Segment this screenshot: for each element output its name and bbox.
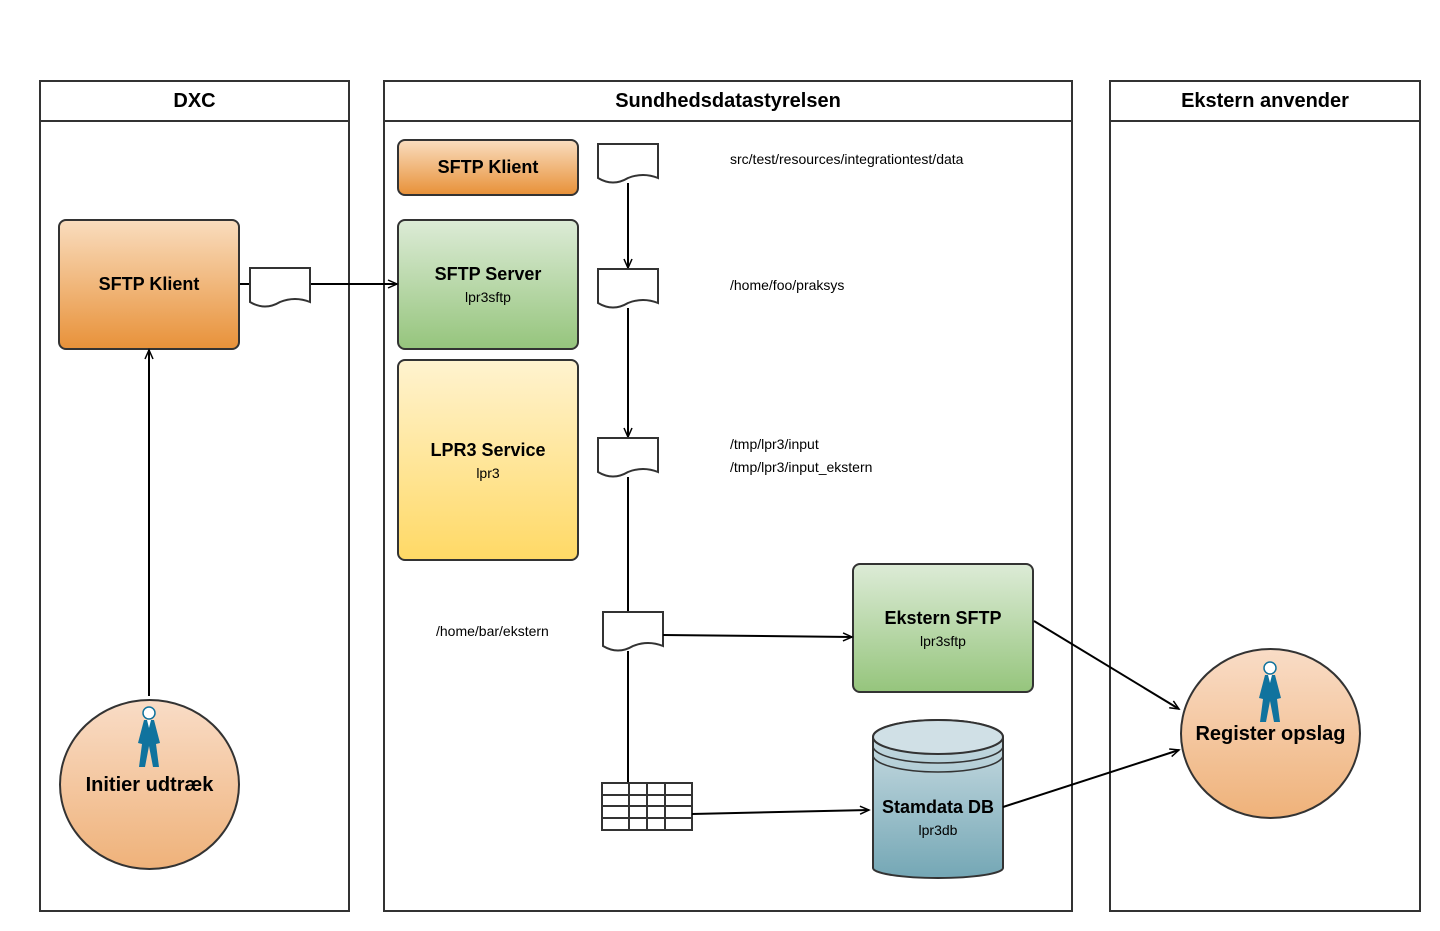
path-label-lpr3-input: /tmp/lpr3/input [730, 436, 819, 452]
document-icon-transfer [249, 267, 311, 308]
document-icon-1 [597, 143, 659, 184]
sds-sftp-klient-title: SFTP Klient [437, 157, 539, 177]
document-icon-2 [597, 268, 659, 309]
lpr3-service-box[interactable]: LPR3 Service lpr3 [397, 359, 579, 561]
path-label-ekstern: /home/bar/ekstern [436, 623, 549, 639]
ekstern-sftp-box[interactable]: Ekstern SFTP lpr3sftp [852, 563, 1034, 693]
stamdata-db-subtitle: lpr3db [918, 822, 958, 838]
register-opslag-label: Register opslag [1195, 723, 1346, 745]
table-icon [601, 782, 693, 831]
dxc-sftp-klient-title: SFTP Klient [98, 274, 200, 294]
stamdata-db-title: Stamdata DB [881, 797, 995, 817]
path-label-integrationtest: src/test/resources/integrationtest/data [730, 151, 964, 167]
lane-dxc-title: DXC [41, 82, 348, 122]
lane-sundhedsdatastyrelsen-title: Sundhedsdatastyrelsen [385, 82, 1071, 122]
lpr3-service-title: LPR3 Service [430, 439, 546, 460]
initier-udtraek-circle[interactable]: Initier udtræk [59, 699, 240, 870]
lane-ekstern-anvender-title: Ekstern anvender [1111, 82, 1419, 122]
document-icon-4 [602, 611, 664, 652]
arrow-db-to-register [1002, 748, 1181, 808]
path-label-lpr3-input-ekstern: /tmp/lpr3/input_ekstern [730, 459, 873, 475]
ekstern-sftp-title: Ekstern SFTP [884, 607, 1002, 628]
path-label-praksys: /home/foo/praksys [730, 277, 845, 293]
arrow-table-to-db [691, 805, 871, 815]
lpr3-service-subtitle: lpr3 [476, 464, 500, 481]
database-icon [872, 719, 1004, 879]
sftp-server-title: SFTP Server [434, 264, 542, 284]
arrow-ekstern-sftp-to-register [1033, 620, 1181, 710]
arrow-doc4-to-ekstern-sftp [662, 632, 854, 642]
sftp-server-box[interactable]: SFTP Server lpr3sftp [397, 219, 579, 350]
person-icon-initier [138, 706, 160, 767]
initier-udtraek-label: Initier udtræk [85, 774, 214, 796]
document-icon-3 [597, 437, 659, 478]
sftp-server-subtitle: lpr3sftp [465, 289, 511, 305]
person-icon-register [1259, 661, 1281, 722]
sds-sftp-klient-box[interactable]: SFTP Klient [397, 139, 579, 196]
ekstern-sftp-subtitle: lpr3sftp [920, 632, 966, 649]
